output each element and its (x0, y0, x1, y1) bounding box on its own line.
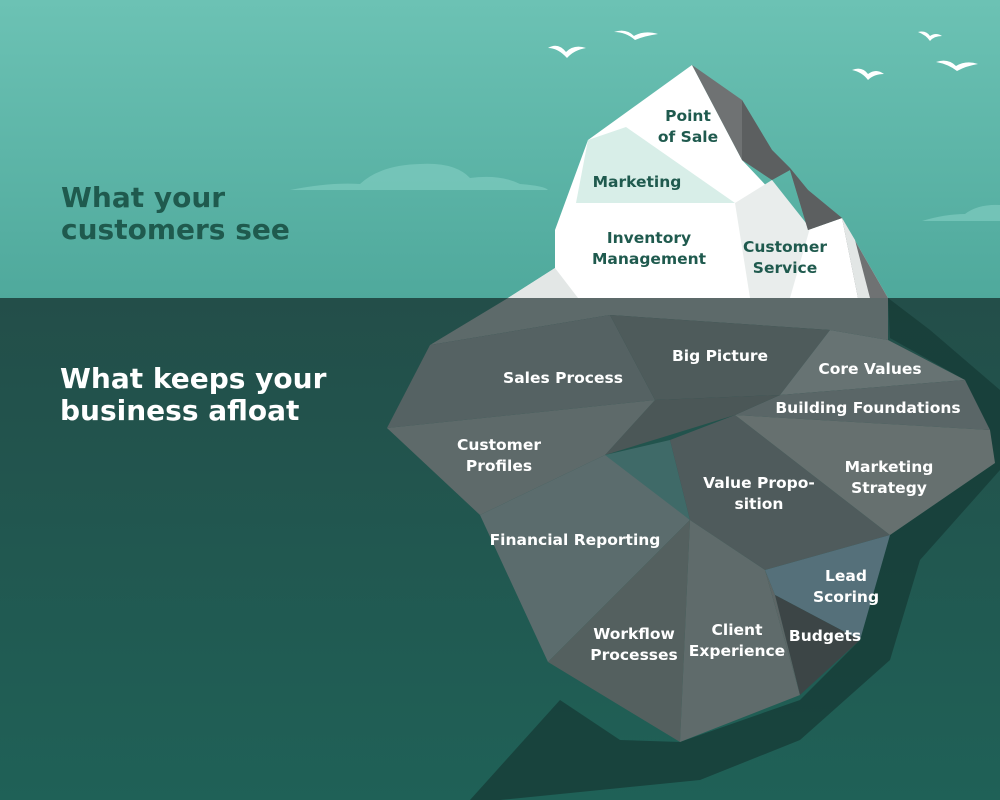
label-value-proposition: Value Propo- sition (703, 474, 815, 513)
cloud-icon (290, 163, 548, 190)
label-inventory-management: Inventory Management (591, 229, 707, 268)
seagull-icon (852, 68, 884, 80)
label-core-values: Core Values (818, 360, 922, 378)
iceberg-submerged (387, 298, 995, 742)
label-workflow-processes: Workflow Processes (590, 625, 678, 664)
label-budgets: Budgets (788, 627, 862, 645)
seagull-icon (936, 60, 978, 71)
iceberg-tip (508, 65, 888, 298)
seagull-icon (548, 45, 586, 58)
heading-above-water: What your customers see (61, 181, 290, 246)
iceberg-shadow (470, 298, 1000, 800)
label-marketing-strategy: Marketing Strategy (844, 458, 934, 497)
label-customer-profiles: Customer Profiles (456, 436, 541, 475)
cloud-icon (922, 204, 1000, 221)
heading-below-water: What keeps your business afloat (60, 362, 327, 427)
seagull-icon (918, 31, 942, 41)
label-building-foundations: Building Foundations (775, 399, 961, 417)
label-sales-process: Sales Process (503, 369, 623, 387)
label-customer-service: Customer Service (742, 238, 827, 277)
label-client-experience: Client Experience (688, 621, 786, 660)
label-financial-reporting: Financial Reporting (489, 531, 661, 549)
label-lead-scoring: Lead Scoring (812, 567, 880, 606)
label-big-picture: Big Picture (671, 347, 769, 365)
label-point-of-sale: Point of Sale (657, 107, 719, 146)
label-marketing: Marketing (592, 173, 682, 191)
seagull-icon (614, 30, 658, 40)
